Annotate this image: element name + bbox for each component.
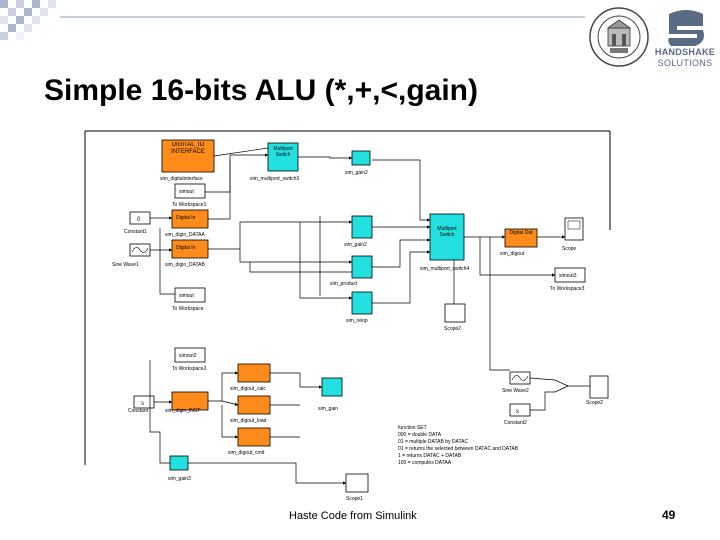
scope-right-caption: Scope2 [586, 400, 603, 406]
sine-wave-2-caption: Sine Wave2 [502, 388, 529, 394]
constant-s1-block[interactable] [133, 395, 155, 409]
product-caption: sim_product [330, 281, 358, 287]
note-line-4: 01 = returns the selected between DATAC … [398, 446, 519, 452]
brand-name-line2: SOLUTIONS [657, 58, 713, 68]
digital-interface-caption: sim_digitalinterface [160, 176, 203, 182]
note-line-5: 1 = returns DATAC + DATAB [398, 453, 462, 459]
digital-out-1-caption: sim_digout_calc [230, 386, 266, 392]
digital-interface-block[interactable] [161, 139, 215, 173]
multiport-switch-main-label: Multiport Switch [437, 226, 457, 238]
simout2-block[interactable] [174, 347, 206, 363]
simout-mid-label: simout [179, 293, 194, 299]
scope-bottom-caption: Scope1 [346, 496, 363, 502]
to-workspace-mid-caption: To Workspace [172, 306, 204, 312]
simout2-label: simout2 [179, 353, 197, 359]
digital-in-3-caption: sim_digin_INST [165, 408, 200, 414]
canvas-frame [84, 130, 611, 465]
gain-bottom-caption: sim_gain [318, 406, 338, 412]
gain2-block[interactable] [351, 150, 371, 166]
relop-block[interactable] [351, 291, 373, 315]
digital-out-caption: sim_digout [500, 251, 525, 257]
gain2-caption: sim_gain2 [345, 170, 368, 176]
simout-top-block[interactable] [174, 183, 206, 199]
signal-wires [149, 147, 590, 485]
scope2-block[interactable] [444, 303, 466, 323]
gain-caption: sim_gain2 [344, 242, 367, 248]
multiport-switch-1-label: Multiport Switch [273, 146, 293, 158]
multiport-switch-main-caption: sim_multiport_switch4 [420, 266, 469, 272]
digital-out-3-block[interactable] [237, 427, 271, 447]
simout-mid-block[interactable] [174, 287, 206, 303]
top-rule [60, 16, 585, 18]
digital-out-label: Digital Out [509, 230, 533, 236]
multiport-switch-1[interactable] [267, 142, 299, 172]
slide-footer: Haste Code from Simulink [289, 510, 417, 522]
note-line-6: 100 = computes DATAA [398, 460, 452, 466]
page-number: 49 [662, 508, 676, 522]
constant-s2-value: s [516, 409, 519, 415]
digital-in-1-caption: sim_digin_DATAA [165, 232, 205, 238]
constant1-caption: Constant1 [124, 229, 147, 235]
simout3-label: simout3 [559, 273, 577, 279]
sine-wave-1-caption: Sine Wave1 [112, 262, 139, 268]
brand-name-line1: HANDSHAKE [654, 47, 716, 57]
digital-out-2-block[interactable] [237, 395, 271, 415]
digital-in-1-label: Digital In [176, 215, 196, 221]
gain-block[interactable] [351, 215, 373, 239]
constant-s1-caption: Constant [128, 408, 149, 414]
scope2-caption: Scope2 [444, 326, 461, 332]
constant-s2-caption: Constant2 [504, 420, 527, 426]
notes-block: function SET 000 = double DATA 01 = mult… [398, 425, 519, 466]
note-line-3: 01 = multiple DATAB by DATAC [398, 439, 468, 445]
constant-s2-block[interactable] [509, 403, 531, 417]
digital-in-2-caption: sim_digin_DATAB [165, 262, 205, 268]
constant-s1-value: s [141, 401, 144, 407]
relop-caption: sim_relop [346, 318, 368, 324]
to-workspace3-caption: To Workspace3 [550, 286, 585, 292]
note-line-2: 000 = double DATA [398, 432, 442, 438]
scope-right-block[interactable] [589, 375, 609, 399]
multiport-switch-1-caption: sim_multiport_switch3 [250, 176, 299, 182]
to-workspace-top-caption: To Workspace1 [172, 202, 207, 208]
gain3-caption: sim_gain3 [168, 476, 191, 482]
to-workspace2-caption: To Workspace2 [172, 366, 207, 372]
digital-in-2-label: Digital In [176, 245, 196, 251]
scope-top-caption: Scope [562, 246, 576, 252]
constant1-value: 0 [137, 217, 141, 223]
scope-bottom-block[interactable] [345, 473, 369, 493]
multiport-switch-main[interactable] [429, 213, 465, 261]
simout-top-label: simout [179, 189, 194, 195]
university-seal-icon [589, 7, 649, 67]
product-block[interactable] [351, 255, 373, 279]
note-line-1: function SET [398, 425, 427, 431]
slide-title: Simple 16-bits ALU (*,+,<,gain) [44, 74, 478, 107]
digital-interface-label: DIGITAL_IO INTERFACE [171, 142, 205, 155]
digital-out-3-caption: sim_digout_cmd [228, 450, 265, 456]
handshake-logo-icon [668, 10, 704, 46]
gain-bottom-block[interactable] [321, 377, 343, 397]
gain3-block[interactable] [169, 455, 189, 471]
checker-decoration [0, 0, 56, 40]
digital-out-1-block[interactable] [237, 363, 271, 383]
digital-out-2-caption: sim_digout_load [230, 418, 267, 424]
